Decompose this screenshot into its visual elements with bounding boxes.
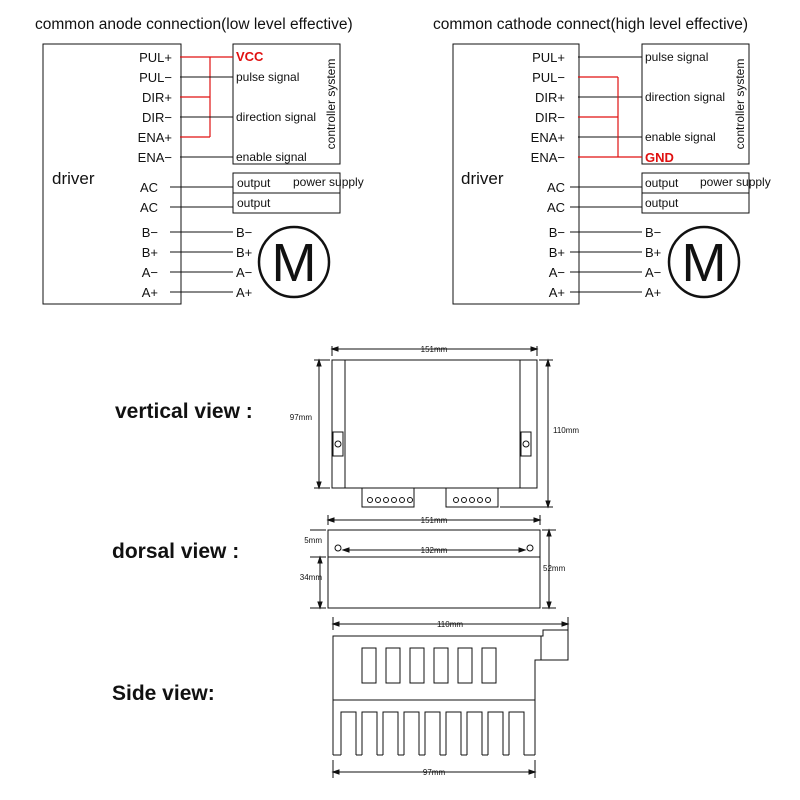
driver-label: driver (52, 169, 95, 188)
pin-label: A− (142, 265, 158, 280)
pin-label: B− (549, 225, 565, 240)
pin-label: B+ (142, 245, 158, 260)
vcc-label: VCC (236, 49, 264, 64)
dimension-label: 97mm (290, 413, 313, 422)
pin-label: PUL− (532, 70, 565, 85)
pin-label: B− (142, 225, 158, 240)
vertical-view-label: vertical view : (115, 400, 253, 423)
pin-label: DIR− (535, 110, 565, 125)
pin-label: DIR+ (142, 90, 172, 105)
driver-box (42, 43, 182, 305)
controller-label: controller system (324, 59, 338, 150)
side-view-label: Side view: (112, 682, 215, 705)
dimension-label: 97mm (423, 768, 446, 777)
driver-label: driver (461, 169, 504, 188)
controller-box (232, 43, 341, 165)
vertical-view-drawing (314, 346, 553, 509)
dimension-label: 110mm (437, 620, 463, 629)
pin-label: DIR− (142, 110, 172, 125)
diagram-common-cathode: common cathode connect(high level effect… (433, 16, 771, 305)
pin-label: DIR+ (535, 90, 565, 105)
signal-label: direction signal (645, 90, 725, 104)
motor-pin-label: A− (236, 265, 252, 280)
pin-label: A+ (142, 285, 158, 300)
dorsal-view-label: dorsal view : (112, 540, 239, 563)
motor-pin-label: B+ (236, 245, 252, 260)
pin-label: PUL+ (532, 50, 565, 65)
pin-label: ENA+ (531, 130, 565, 145)
dimension-label: 52mm (543, 564, 566, 573)
diagram-b-title: common cathode connect(high level effect… (433, 16, 748, 33)
pin-label: ENA+ (138, 130, 172, 145)
pin-label: B+ (549, 245, 565, 260)
motor-pin-label: B+ (645, 245, 661, 260)
dimension-label: 132mm (421, 546, 448, 555)
dimension-label: 34mm (300, 573, 323, 582)
pin-label: AC (547, 200, 565, 215)
dimension-label: 5mm (304, 536, 322, 545)
dorsal-view-drawing (310, 515, 556, 610)
dimension-label: 151mm (421, 345, 448, 354)
output-label: output (645, 196, 679, 210)
pin-label: AC (547, 180, 565, 195)
dimension-label: 151mm (421, 516, 448, 525)
driver-box (452, 43, 580, 305)
output-label: output (645, 176, 679, 190)
side-view-drawing (331, 617, 570, 778)
motor-pin-label: A+ (236, 285, 252, 300)
motor-icon (257, 225, 331, 299)
pin-label: ENA− (138, 150, 172, 165)
controller-box (641, 43, 750, 165)
diagram-a-title: common anode connection(low level effect… (35, 16, 353, 33)
pin-label: AC (140, 200, 158, 215)
gnd-label: GND (645, 150, 674, 165)
dimension-label: 110mm (553, 426, 579, 435)
motor-label: M (682, 233, 727, 293)
motor-pin-label: A+ (645, 285, 661, 300)
motor-pin-label: B− (645, 225, 661, 240)
pin-label: AC (140, 180, 158, 195)
signal-label: enable signal (236, 150, 307, 164)
signal-label: pulse signal (645, 50, 708, 64)
motor-pin-label: B− (236, 225, 252, 240)
pin-label: PUL− (139, 70, 172, 85)
motor-icon (667, 225, 741, 299)
diagram-common-anode: common anode connection(low level effect… (35, 16, 364, 305)
motor-label: M (272, 233, 317, 293)
pin-label: PUL+ (139, 50, 172, 65)
signal-label: enable signal (645, 130, 716, 144)
motor-pin-label: A− (645, 265, 661, 280)
power-supply-label: power supply (700, 175, 771, 189)
signal-label: pulse signal (236, 70, 299, 84)
output-label: output (237, 196, 271, 210)
signal-label: direction signal (236, 110, 316, 124)
pin-label: A− (549, 265, 565, 280)
pin-label: A+ (549, 285, 565, 300)
pin-label: ENA− (531, 150, 565, 165)
output-label: output (237, 176, 271, 190)
power-supply-label: power supply (293, 175, 364, 189)
controller-label: controller system (733, 59, 747, 150)
